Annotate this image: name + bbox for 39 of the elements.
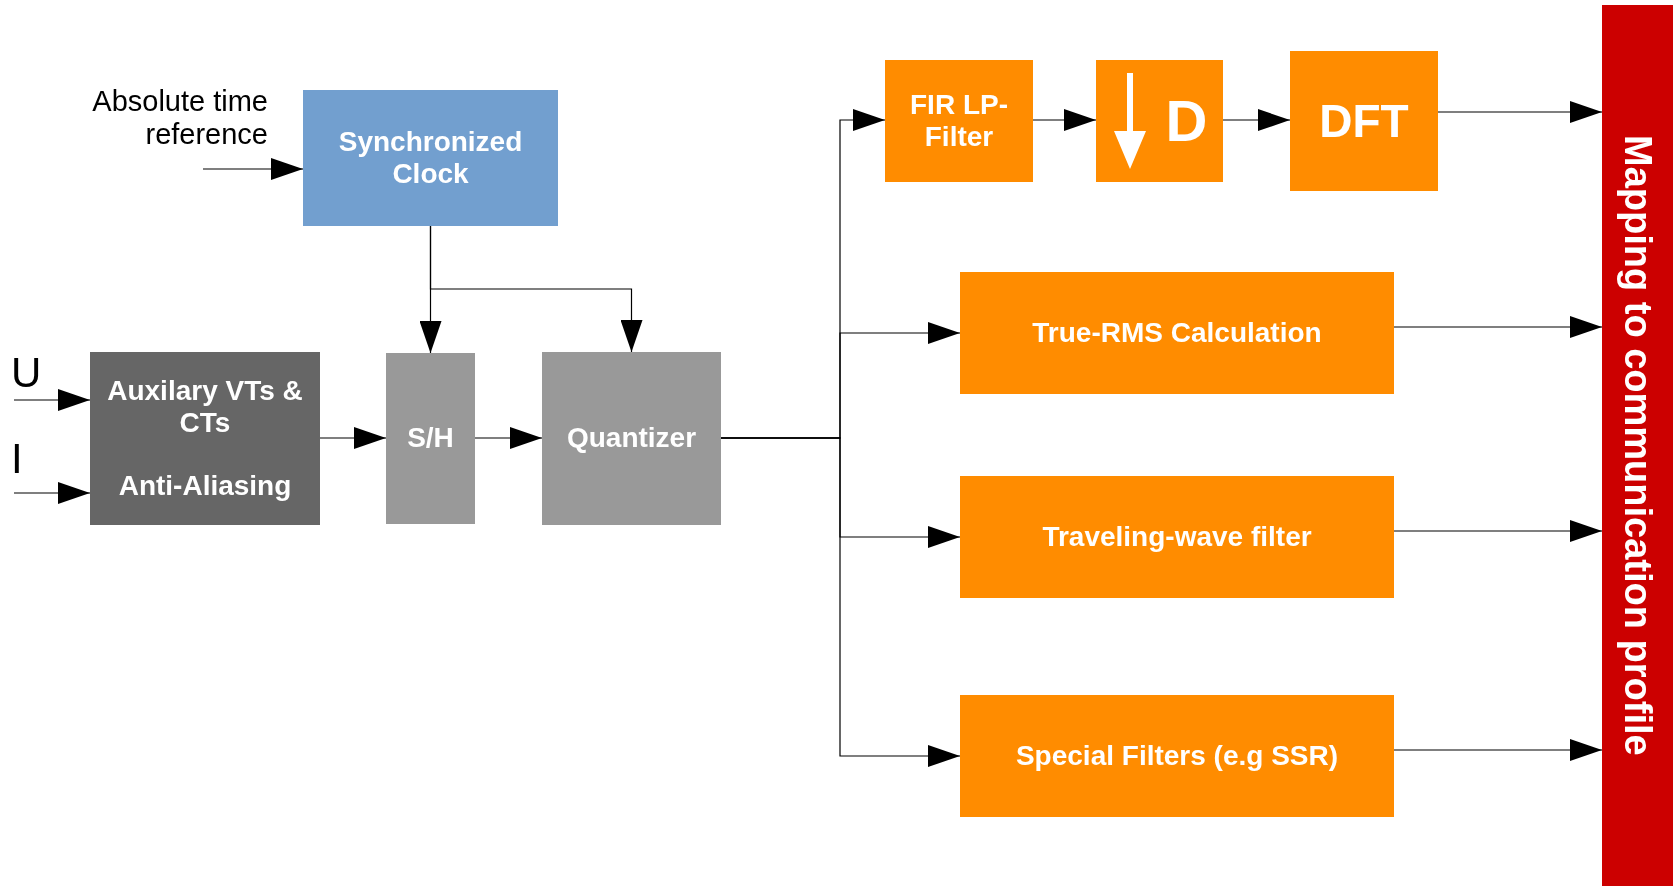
block-label: I bbox=[11, 438, 23, 480]
arrow bbox=[720, 437, 961, 767]
arrow bbox=[429, 225, 643, 353]
block-label: Quantizer bbox=[566, 422, 697, 455]
arrow bbox=[1393, 520, 1603, 542]
block-label: FIR LP-Filter bbox=[909, 88, 1009, 154]
block-label: Auxilary VTs & CTs bbox=[106, 375, 304, 440]
process-block bbox=[386, 353, 475, 524]
arrow bbox=[474, 427, 543, 449]
process-block bbox=[90, 352, 320, 525]
arrow bbox=[319, 427, 387, 449]
arrow bbox=[13, 389, 91, 411]
arrow bbox=[1393, 316, 1603, 338]
block-label: U bbox=[11, 352, 42, 394]
block-label: Anti-Aliasing bbox=[118, 469, 292, 502]
block-label: S/H bbox=[407, 422, 454, 455]
block-label: DFT bbox=[1319, 94, 1409, 148]
arrow bbox=[13, 482, 91, 504]
process-block bbox=[885, 60, 1033, 182]
block-label: Traveling-wave filter bbox=[1042, 520, 1312, 554]
decimator-block bbox=[1096, 60, 1223, 182]
block-label: Special Filters (e.g SSR) bbox=[1015, 739, 1339, 773]
vertical-title: Mapping to communication profile bbox=[1616, 135, 1660, 756]
process-block bbox=[960, 695, 1394, 817]
arrow bbox=[1032, 109, 1097, 131]
block-label: Absolute time reference bbox=[91, 85, 268, 152]
arrow bbox=[1437, 101, 1603, 123]
arrow bbox=[1222, 109, 1291, 131]
block-label: Synchronized Clock bbox=[337, 125, 524, 191]
block-label: D bbox=[1165, 87, 1208, 155]
process-block bbox=[303, 90, 558, 226]
block-label: True-RMS Calculation bbox=[1032, 316, 1322, 350]
process-block bbox=[960, 476, 1394, 598]
process-block bbox=[542, 352, 721, 525]
process-block bbox=[960, 272, 1394, 394]
output-bar bbox=[1602, 5, 1673, 886]
process-block bbox=[1290, 51, 1438, 191]
arrow bbox=[1393, 739, 1603, 761]
arrow bbox=[202, 158, 304, 180]
